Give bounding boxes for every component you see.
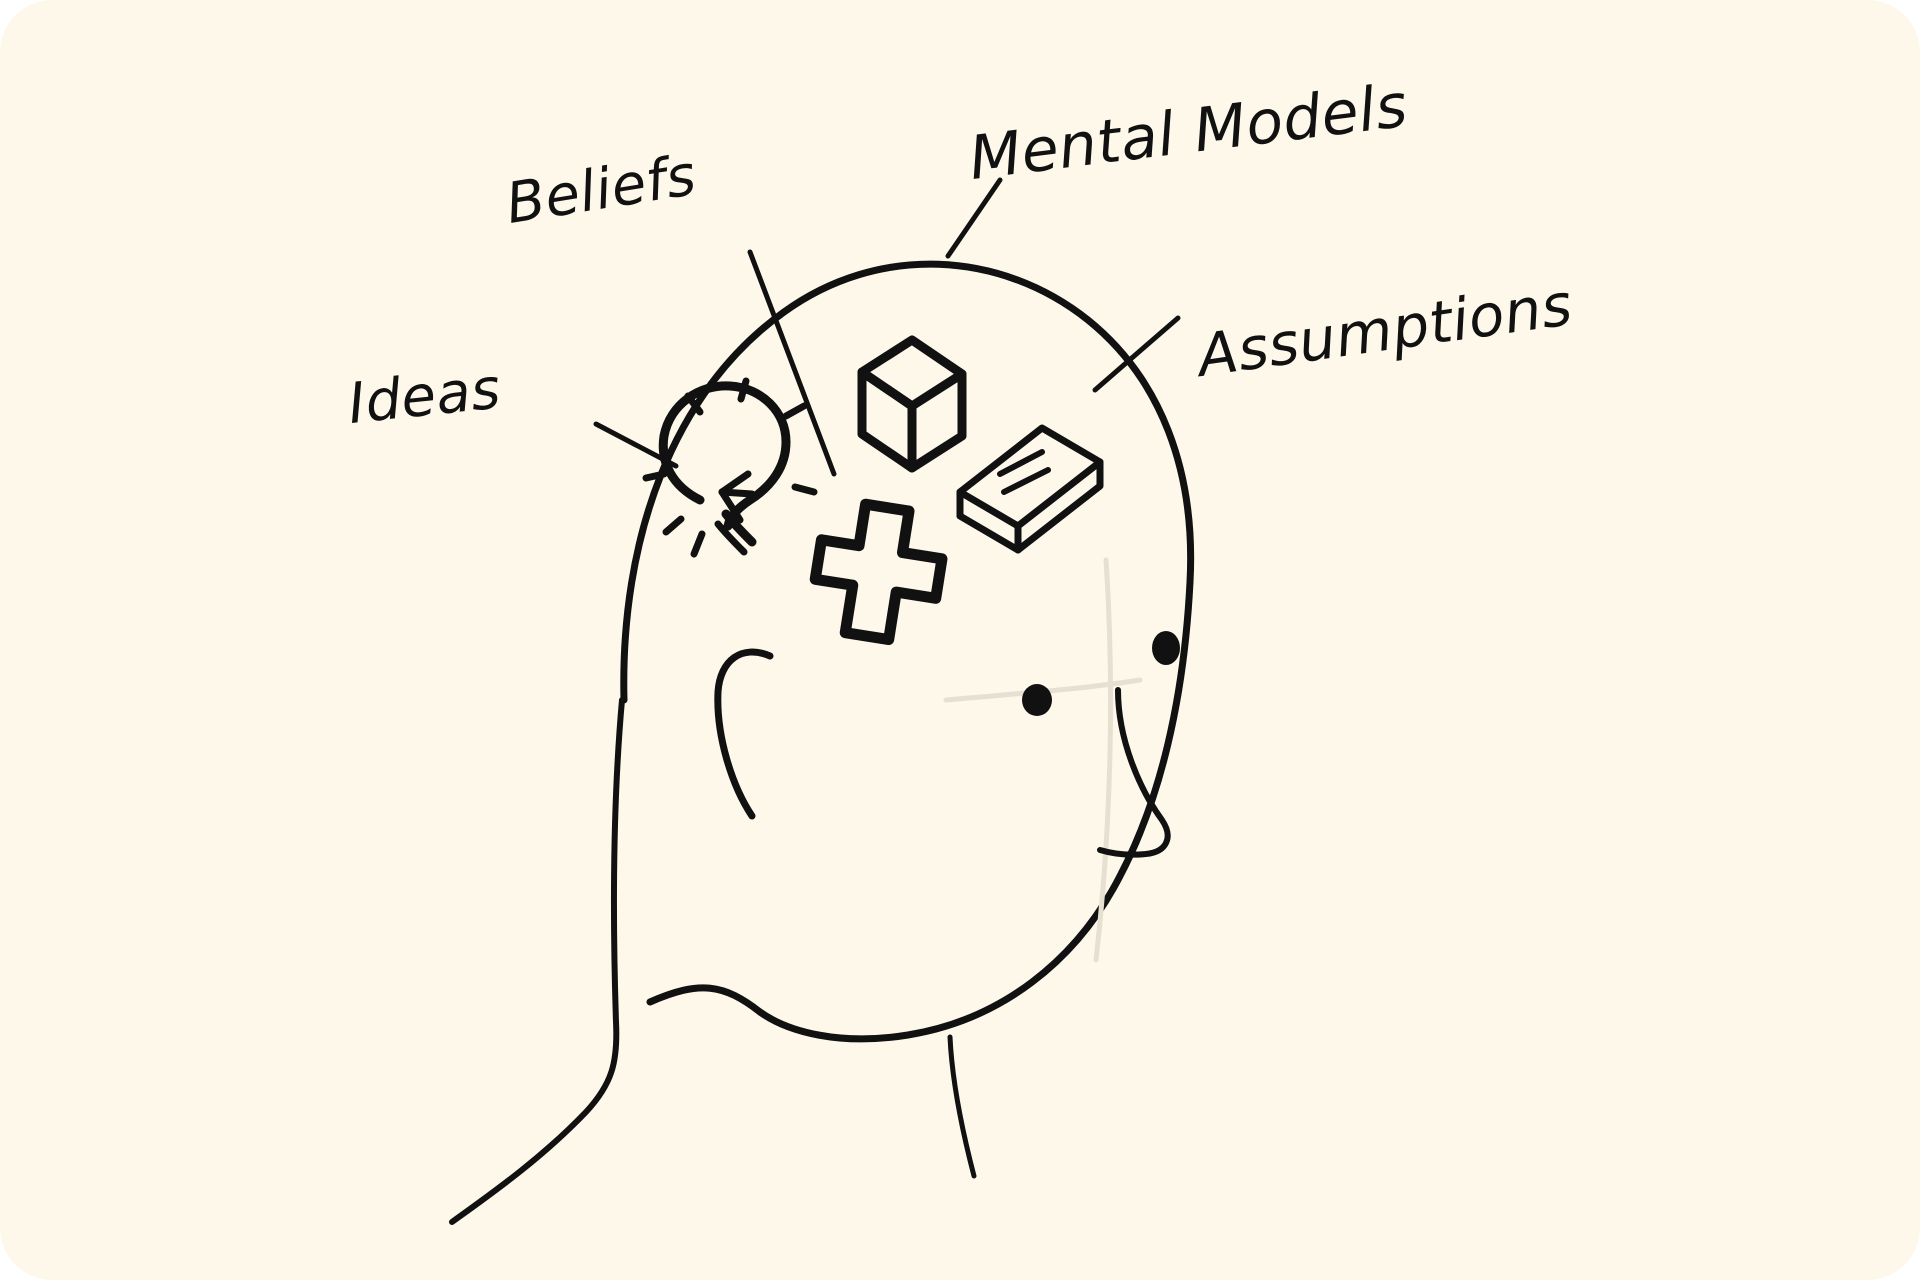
- bulb-ray-1: [684, 392, 704, 416]
- nose-line: [1097, 687, 1171, 858]
- bulb-ray-7: [690, 530, 706, 558]
- leader-line-beliefs: [747, 249, 837, 477]
- leader-line-ideas: [593, 421, 679, 469]
- eye-dot-left: [1022, 684, 1052, 716]
- neck-and-shoulder: [449, 697, 625, 1225]
- eye-dots: [1022, 631, 1180, 716]
- book-cover-line-1: [997, 449, 1045, 477]
- face-guide-lines: [943, 557, 1143, 963]
- ear-icon: [714, 648, 774, 820]
- bulb-ray-4: [791, 483, 818, 496]
- lightbulb-icon: [642, 377, 818, 558]
- eye-dot-right: [1152, 631, 1180, 665]
- chin-line: [947, 1034, 977, 1179]
- bulb-ray-6: [662, 515, 685, 536]
- bulb-ray-2: [737, 377, 750, 403]
- bulb-ray-5: [642, 470, 668, 482]
- bulb-ray-3: [782, 402, 808, 420]
- cross-icon: [809, 498, 948, 646]
- leader-lines: [593, 177, 1181, 477]
- book-cover-line-2: [1001, 467, 1051, 495]
- head-outline: [620, 260, 1195, 1043]
- book-icon: [956, 424, 1104, 554]
- leader-line-mental-models: [945, 177, 1003, 259]
- leader-line-assumptions: [1092, 315, 1181, 393]
- cube-icon: [857, 335, 967, 473]
